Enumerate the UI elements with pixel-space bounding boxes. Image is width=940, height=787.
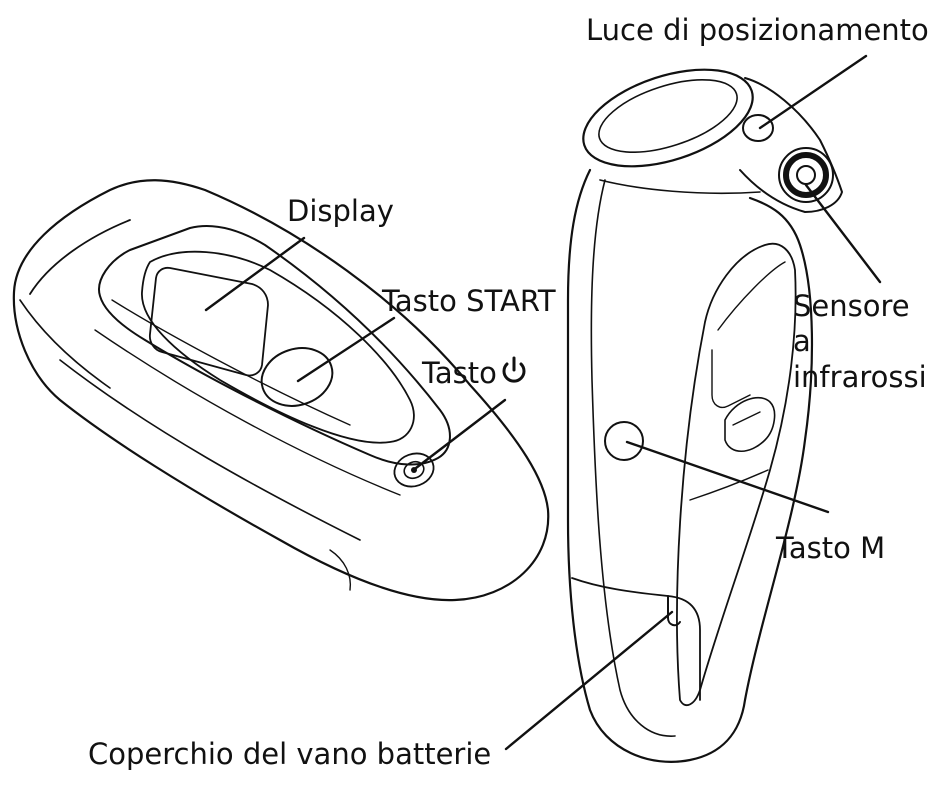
infrared-sensor-label-line-3: infrarossi bbox=[793, 359, 927, 394]
infrared-sensor-label-line-2: a bbox=[793, 324, 811, 359]
power-icon bbox=[502, 356, 526, 383]
display-window bbox=[149, 266, 269, 377]
infrared-sensor bbox=[778, 147, 834, 203]
start-button-label: Tasto START bbox=[382, 284, 556, 318]
infrared-sensor-label: Sensore a infrarossi bbox=[793, 289, 927, 395]
infrared-sensor-label-line-1: Sensore bbox=[793, 289, 910, 323]
battery-cover-label: Coperchio del vano batterie bbox=[88, 737, 492, 771]
power-leader bbox=[414, 398, 507, 470]
battery-leader bbox=[504, 610, 674, 751]
start-leader bbox=[296, 316, 396, 383]
memory-leader bbox=[625, 440, 830, 514]
callout-lines bbox=[204, 54, 882, 751]
positioning-light-label: Luce di posizionamento bbox=[586, 13, 929, 47]
left-device-body bbox=[12, 179, 550, 602]
right-thermometer bbox=[566, 68, 843, 763]
display-label: Display bbox=[287, 194, 394, 228]
positioning-light bbox=[742, 114, 774, 142]
display-leader bbox=[204, 236, 306, 312]
right-device-body bbox=[566, 168, 814, 763]
battery-cover bbox=[571, 577, 701, 701]
left-thermometer bbox=[12, 179, 550, 602]
power-button-text: Tasto bbox=[422, 356, 497, 390]
start-button[interactable] bbox=[254, 339, 340, 415]
power-button-label: Tasto bbox=[422, 355, 529, 388]
sensor-leader bbox=[804, 183, 882, 284]
memory-button[interactable] bbox=[604, 421, 644, 461]
memory-button-label: Tasto M bbox=[776, 531, 886, 565]
positioning-light-leader bbox=[758, 54, 868, 130]
power-button[interactable] bbox=[390, 448, 439, 492]
left-device-top-panel bbox=[98, 225, 451, 466]
right-device-head bbox=[582, 68, 754, 168]
